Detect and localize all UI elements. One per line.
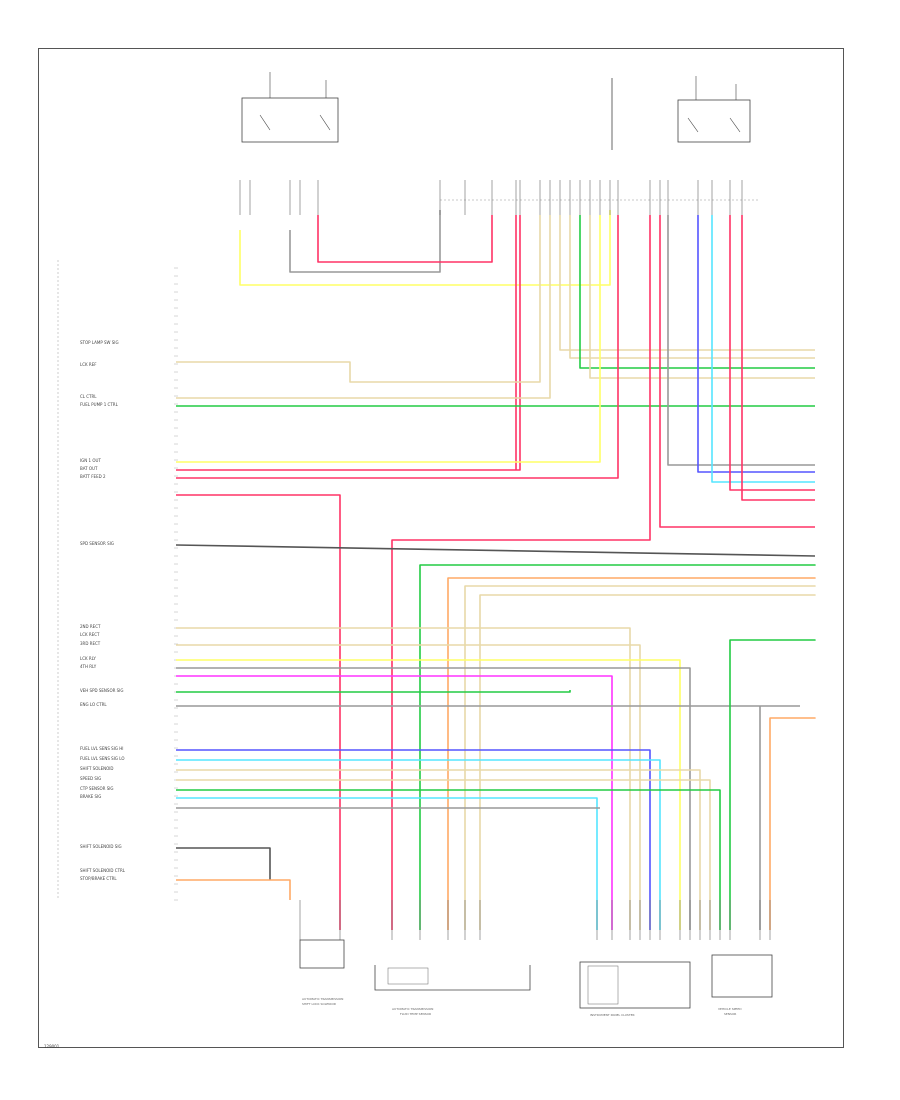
wire-tan (176, 644, 641, 930)
wire-green (579, 215, 815, 369)
pcm-pin-label: BATT FEED 2 (80, 474, 106, 479)
wire-tan (176, 215, 551, 399)
pcm-pin-label: LCK RECT (80, 632, 100, 637)
wire-black (175, 544, 816, 557)
wire-blue (176, 749, 651, 930)
wire-grey (176, 667, 691, 930)
wire-tan (176, 779, 711, 930)
pcm-pin-labels: STOP LAMP SW SIG LCK REF CL CTRL FUEL PUMP … (80, 340, 126, 881)
wire-grey (289, 210, 441, 273)
pcm-pin-label: CTP SENSOR SIG (80, 786, 114, 791)
wire-blue (697, 215, 815, 473)
svg-text:FLUID TEMP SENSOR: FLUID TEMP SENSOR (400, 1012, 431, 1016)
wire-tan (559, 215, 815, 351)
wire-pink (176, 215, 619, 479)
pcm-pin-label: BRAKE SIG (80, 794, 101, 799)
pcm-pin-label: STOP/BRAKE CTRL (80, 876, 117, 881)
wire-pink (659, 215, 815, 528)
pcm-pin-label: 2ND RECT (80, 624, 101, 629)
wire-yellow (176, 215, 601, 463)
wire-pink (317, 215, 493, 263)
pcm-pin-label: FUEL PUMP 1 CTRL (80, 402, 119, 407)
wire-yellow (176, 659, 681, 930)
wires (175, 180, 816, 940)
pcm-pin-ticks (57, 260, 178, 901)
wire-pink (729, 215, 815, 491)
footer-code: 129001 (44, 1044, 60, 1049)
wire-cyan (711, 215, 815, 483)
svg-text:INSTRUMENT PANEL CLUSTER: INSTRUMENT PANEL CLUSTER (590, 1013, 635, 1017)
svg-text:SHIFT LOCK SOLENOID: SHIFT LOCK SOLENOID (302, 1002, 337, 1006)
wire-yellow (239, 210, 611, 286)
svg-text:VEHICLE SPEED: VEHICLE SPEED (718, 1007, 742, 1011)
wire-green (729, 639, 816, 930)
wire-green (176, 690, 571, 693)
wire-pink (176, 215, 521, 471)
wire-grey (667, 215, 815, 466)
component-bottom-1: AUTOMATIC TRANSMISSION SHIFT LOCK SOLENO… (299, 939, 345, 1006)
component-label-1: AUTOMATIC TRANSMISSION (302, 997, 343, 1001)
pcm-pin-label: 3RD RECT (80, 641, 101, 646)
wire-tan (589, 215, 815, 379)
pcm-pin-label: FUEL LVL SENS SIG HI (80, 746, 123, 751)
pcm-pin-label: SPD SENSOR SIG (80, 541, 114, 546)
pcm-pin-label: 4TH RLY (80, 664, 97, 669)
pcm-pin-label: BAT OUT (80, 466, 98, 471)
svg-text:SENSOR: SENSOR (724, 1012, 736, 1016)
component-bottom-4: VEHICLE SPEED SENSOR (711, 954, 773, 1016)
wire-tan (176, 627, 631, 930)
diagram-frame (38, 48, 844, 1048)
pcm-pin-label: IGN 1 OUT (80, 458, 101, 463)
pcm-pin-label: STOP LAMP SW SIG (80, 340, 119, 345)
wire-tan (176, 215, 541, 383)
pcm-pin-label: ENG LO CTRL (80, 702, 107, 707)
pcm-pin-label: FUEL LVL SENS SIG LO (80, 756, 124, 761)
pcm-pin-label: SPEED SIG (80, 776, 101, 781)
component-bottom-2: AUTOMATIC TRANSMISSION FLUID TEMP SENSOR (374, 965, 531, 1016)
pcm-pin-label: VEH SPD SENSOR SIG (80, 688, 123, 693)
svg-text:AUTOMATIC TRANSMISSION: AUTOMATIC TRANSMISSION (392, 1007, 433, 1011)
wire-tan (479, 594, 816, 930)
pcm-pin-label: SHIFT SOLENOID (80, 766, 114, 771)
wire-magenta (176, 675, 613, 930)
wire-cyan (176, 759, 661, 930)
wire-tan (176, 769, 701, 930)
wire-tan (464, 585, 816, 930)
wire-pink (741, 215, 815, 501)
pcm-pin-label: LCK REF (80, 362, 97, 367)
wire-orange (769, 717, 816, 930)
pcm-pin-label: CL CTRL (80, 394, 97, 399)
wire-orange (176, 879, 291, 900)
wire-pink (391, 215, 651, 930)
relay-top-left (241, 72, 339, 143)
wire-green (176, 789, 721, 930)
wire-black (176, 847, 271, 880)
wire-tan (569, 215, 815, 359)
wire-orange (447, 577, 816, 930)
relay-top-right (677, 76, 751, 143)
component-bottom-3: INSTRUMENT PANEL CLUSTER (579, 961, 691, 1017)
wire-cyan (176, 797, 598, 930)
pcm-pin-label: LCK RLY (80, 656, 96, 661)
wire-green (419, 564, 816, 930)
pcm-pin-label: SHIFT SOLENOID CTRL (80, 868, 126, 873)
wire-pink (176, 494, 341, 930)
pcm-pin-label: SHIFT SOLENOID SIG (80, 844, 122, 849)
